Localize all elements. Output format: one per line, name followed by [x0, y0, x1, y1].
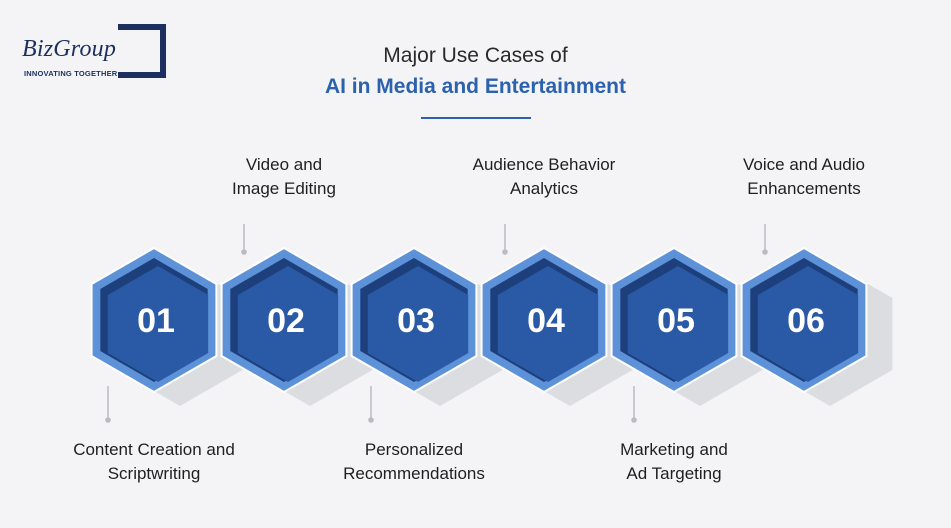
use-case-label-line: Voice and Audio — [743, 155, 865, 174]
title-underline — [421, 117, 531, 119]
connector-dot-01 — [105, 417, 111, 423]
logo-tagline: INNOVATING TOGETHER — [24, 69, 118, 78]
use-case-label-line: Ad Targeting — [626, 464, 722, 483]
use-case-label-line: Audience Behavior — [472, 155, 616, 174]
use-case-label-05: Marketing and Ad Targeting — [554, 438, 794, 486]
connector-dot-06 — [762, 249, 768, 255]
use-case-label-line: Content Creation and — [73, 440, 235, 459]
use-case-label-line: Personalized — [364, 440, 464, 459]
use-case-label-line: Recommendations — [343, 464, 485, 483]
hexagon-inner-05 — [627, 266, 729, 382]
hexagon-inner-01 — [107, 266, 209, 382]
use-case-label-line: Video and — [245, 155, 323, 174]
step-number-05: 05 — [657, 302, 695, 340]
use-case-label-line: Scriptwriting — [107, 464, 201, 483]
hexagon-inner-03 — [367, 266, 469, 382]
use-case-label-line: Enhancements — [747, 179, 861, 198]
biz-group-logo: BizGroup INNOVATING TOGETHER — [22, 24, 166, 86]
hexagon-inner-04 — [497, 266, 599, 382]
hexagon-inner-02 — [237, 266, 339, 382]
step-number-02: 02 — [267, 302, 305, 340]
connector-dot-04 — [502, 249, 508, 255]
step-number-03: 03 — [397, 302, 435, 340]
hexagon-inner-06 — [757, 266, 859, 382]
step-number-06: 06 — [787, 302, 825, 340]
page-title-line-1: Major Use Cases of — [383, 44, 568, 67]
use-case-label-line: Image Editing — [232, 179, 336, 198]
page-title-line-2: AI in Media and Entertainment — [324, 75, 627, 98]
logo-frame-mark — [118, 24, 166, 78]
use-case-label-line: Analytics — [509, 179, 579, 198]
use-case-label-line: Marketing and — [620, 440, 728, 459]
step-number-04: 04 — [527, 302, 565, 340]
connector-dot-05 — [631, 417, 637, 423]
connector-dot-03 — [368, 417, 374, 423]
step-number-01: 01 — [137, 302, 175, 340]
logo-wordmark: BizGroup — [22, 36, 119, 63]
connector-dot-02 — [241, 249, 247, 255]
